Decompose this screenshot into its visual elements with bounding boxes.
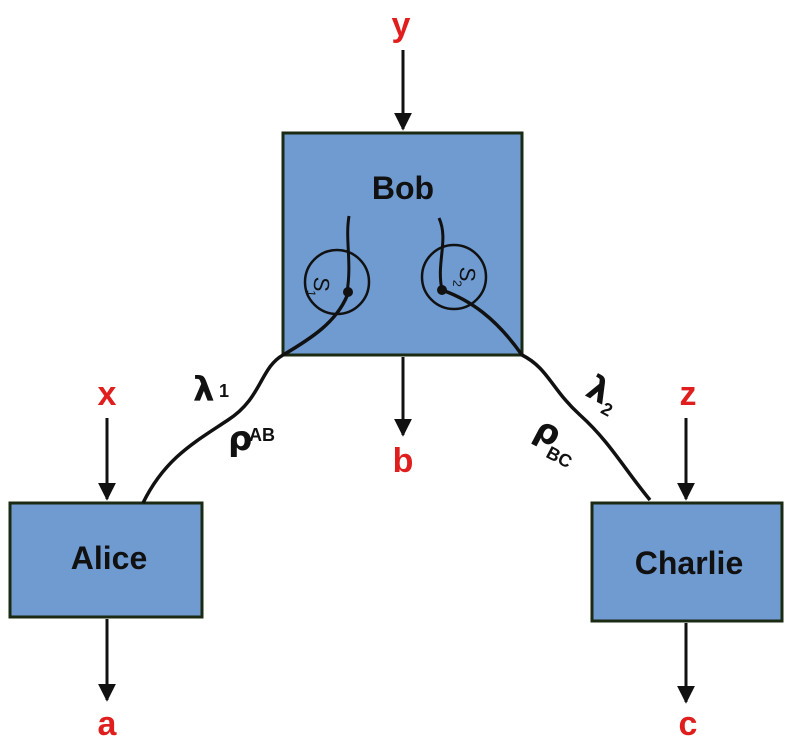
charlie-output-label: c bbox=[679, 705, 698, 743]
bob-input-label: y bbox=[392, 6, 411, 44]
source-s1-circle bbox=[303, 248, 371, 316]
source-s1-wire bbox=[345, 215, 351, 293]
lambda-1-index: 1 bbox=[219, 381, 229, 401]
link-bob-charlie bbox=[521, 353, 652, 502]
source-s1: S 1 bbox=[303, 215, 371, 316]
source-s2-index: 2 bbox=[450, 279, 465, 287]
rho-ab-symbol: ρ bbox=[228, 419, 252, 459]
alice-output-label: a bbox=[98, 705, 118, 743]
source-s2-dot bbox=[437, 285, 447, 295]
bob-output-label: b bbox=[393, 442, 414, 480]
source-s1-index: 1 bbox=[304, 289, 319, 297]
source-s2-circle bbox=[420, 243, 488, 311]
source-s1-dot bbox=[343, 287, 353, 297]
alice-input-label: x bbox=[98, 375, 117, 413]
lambda-1-symbol: λ bbox=[193, 370, 215, 410]
charlie-box bbox=[590, 501, 784, 623]
bob-label: Bob bbox=[372, 170, 434, 206]
source-s1-letter: S bbox=[308, 276, 334, 293]
link-bob-s2-inner bbox=[441, 288, 524, 357]
source-s2-wire bbox=[437, 217, 445, 291]
alice-box bbox=[8, 501, 204, 619]
charlie-label: Charlie bbox=[635, 545, 743, 581]
source-s2-letter: S bbox=[454, 266, 480, 283]
charlie-input-label: z bbox=[680, 375, 697, 413]
link-alice-bob bbox=[141, 295, 349, 504]
source-s2: S 2 bbox=[420, 217, 488, 311]
alice-label: Alice bbox=[71, 540, 147, 576]
bob-box bbox=[281, 131, 524, 357]
rho-ab-index: AB bbox=[249, 425, 275, 445]
